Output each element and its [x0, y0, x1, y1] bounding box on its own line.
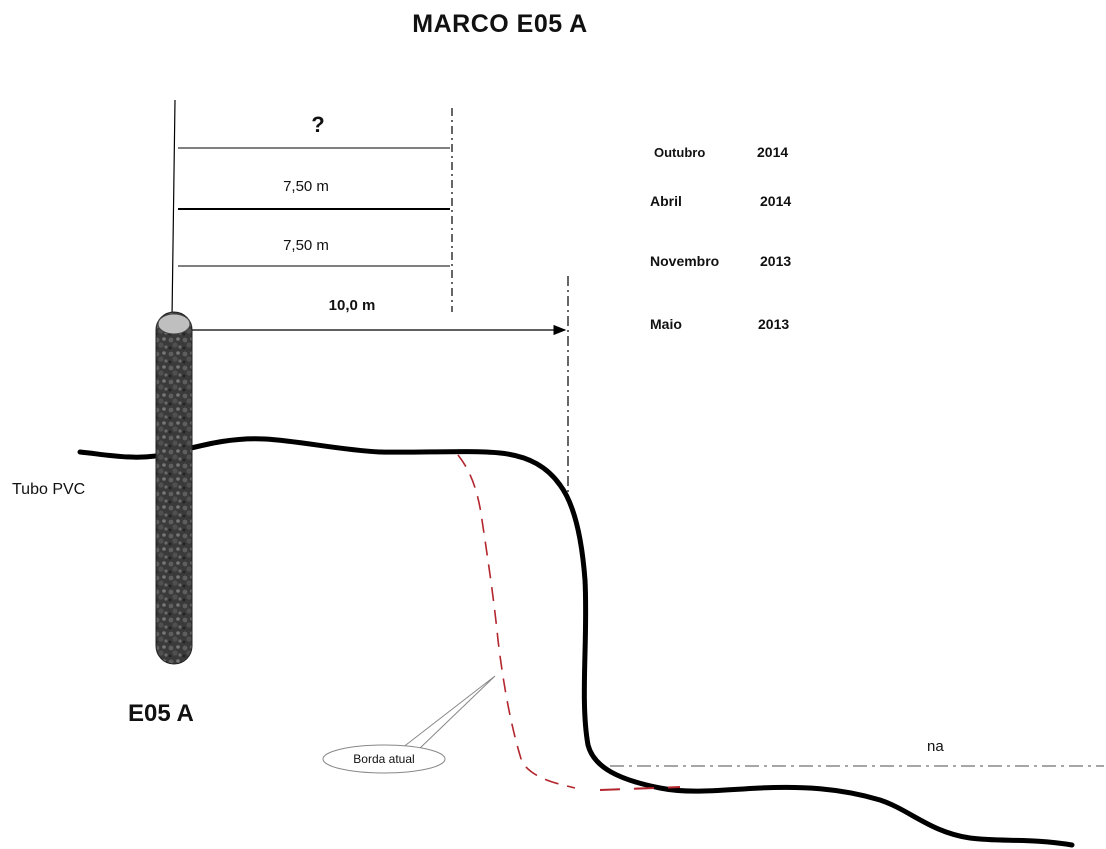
- pvc-pipe-label: Tubo PVC: [12, 481, 86, 498]
- callout-bubble: [322, 744, 446, 774]
- dim-label-unknown: ?: [311, 112, 325, 137]
- dim-label-750-second: 7,50 m: [283, 237, 329, 254]
- dim-label-total: 10,0 m: [328, 297, 376, 314]
- date-month-outubro: Outubro: [654, 145, 706, 160]
- date-year-maio: 2013: [758, 316, 790, 332]
- date-year-outubro: 2014: [757, 144, 789, 160]
- date-month-novembro: Novembro: [650, 253, 720, 269]
- current-edge-line: [457, 454, 576, 789]
- reference-line: [171, 99, 176, 319]
- pvc-pipe-top: [157, 313, 191, 335]
- date-month-maio: Maio: [650, 316, 682, 332]
- pvc-pipe: [155, 311, 193, 665]
- ground-profile: [77, 436, 1075, 848]
- current-edge-line-bottom: [599, 786, 681, 791]
- current-edge-label: Borda atual: [353, 752, 415, 766]
- dim-label-750-first: 7,50 m: [283, 178, 329, 195]
- date-year-abril: 2014: [760, 193, 792, 209]
- callout-pointer: [401, 675, 496, 751]
- water-level-label: na: [927, 738, 944, 755]
- marker-label: E05 A: [128, 700, 194, 727]
- date-year-novembro: 2013: [760, 253, 792, 269]
- diagram-title: MARCO E05 A: [412, 10, 588, 38]
- date-month-abril: Abril: [650, 193, 682, 209]
